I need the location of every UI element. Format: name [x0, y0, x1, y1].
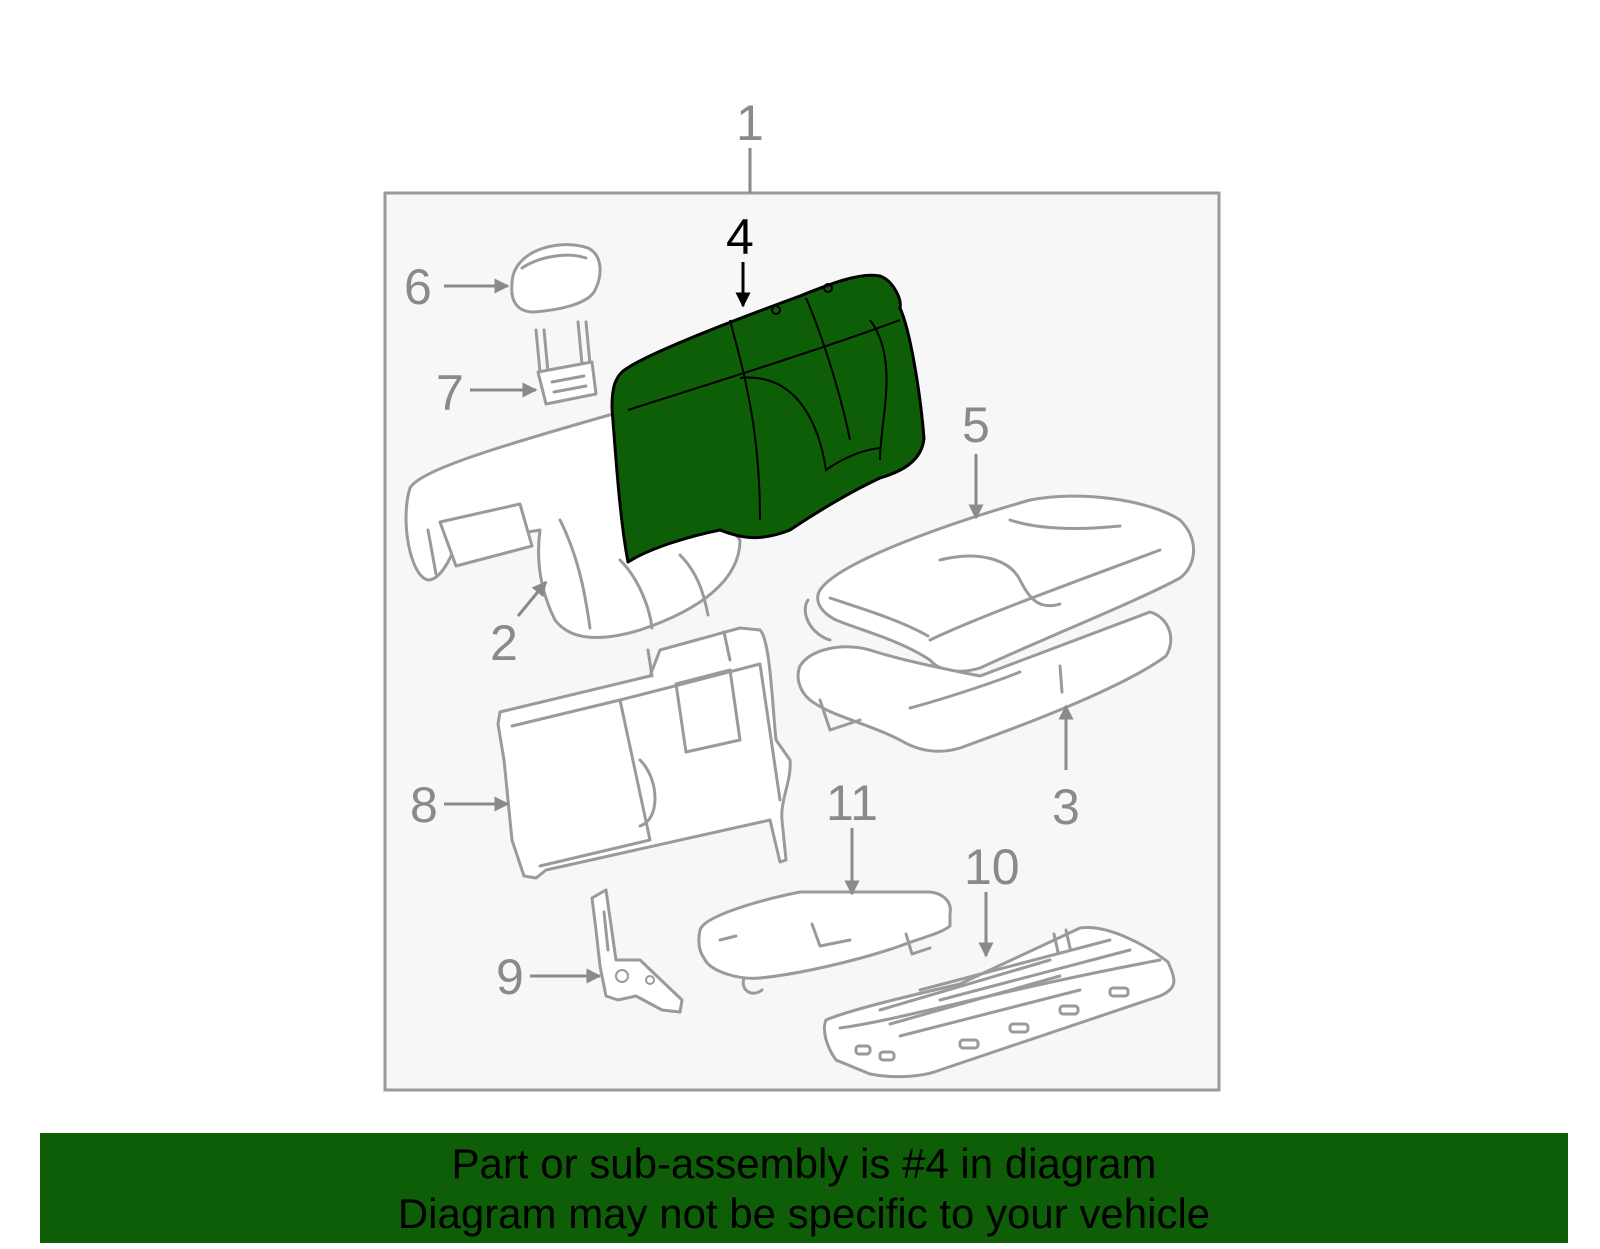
info-banner: Part or sub-assembly is #4 in diagram Di… — [40, 1133, 1568, 1243]
part-5-seat-cushion[interactable] — [803, 494, 1195, 673]
part-6-headrest[interactable] — [510, 243, 602, 314]
part-7-headrest-guide[interactable] — [534, 320, 598, 406]
callout-3[interactable]: 3 — [1052, 779, 1080, 835]
part-9-hinge[interactable] — [590, 888, 684, 1014]
callout-7[interactable]: 7 — [436, 365, 464, 421]
callout-1[interactable]: 1 — [736, 95, 764, 151]
part-11-cushion-bracket[interactable] — [697, 890, 952, 995]
callout-10[interactable]: 10 — [964, 839, 1020, 895]
callout-2[interactable]: 2 — [490, 615, 518, 671]
callout-8[interactable]: 8 — [410, 777, 438, 833]
callout-5[interactable]: 5 — [962, 397, 990, 453]
part-8-back-frame[interactable] — [496, 626, 792, 880]
callout-11[interactable]: 11 — [826, 775, 878, 831]
banner-line-part: Part or sub-assembly is #4 in diagram — [451, 1140, 1157, 1187]
part-10-seat-pan[interactable] — [822, 926, 1176, 1079]
leader-2 — [516, 580, 548, 617]
callout-6[interactable]: 6 — [404, 259, 432, 315]
banner-line-disclaimer: Diagram may not be specific to your vehi… — [397, 1190, 1211, 1237]
part-4-seat-back-cushion[interactable] — [610, 273, 926, 564]
callout-4[interactable]: 4 — [726, 209, 754, 265]
callout-9[interactable]: 9 — [496, 949, 524, 1005]
